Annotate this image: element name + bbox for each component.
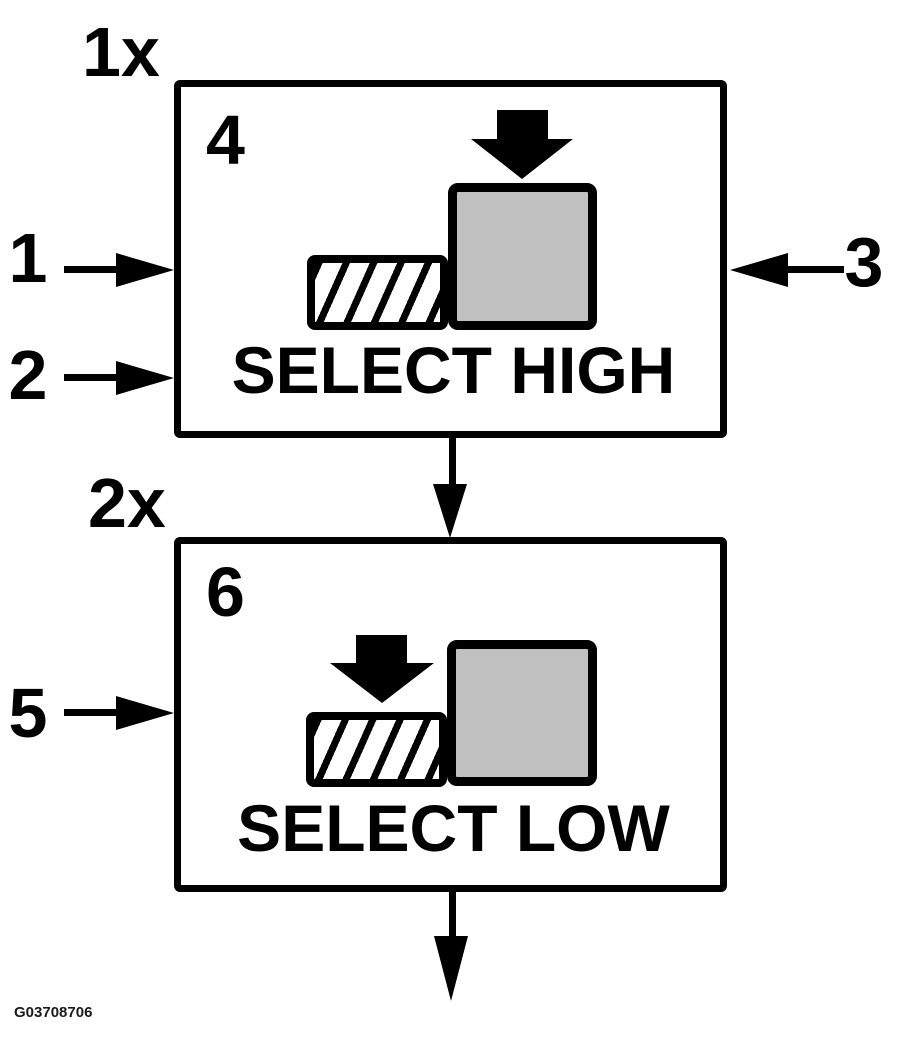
callout-5-arrow-head bbox=[116, 696, 174, 730]
multiplier-label-2x: 2x bbox=[88, 464, 166, 542]
select-low-caption: SELECT LOW bbox=[237, 791, 670, 865]
callout-3-arrow-head bbox=[730, 253, 788, 287]
select-high-caption: SELECT HIGH bbox=[231, 333, 676, 407]
hatched-low-block bbox=[307, 255, 448, 330]
press-down-arrow-low bbox=[356, 635, 407, 665]
callout-number-3: 3 bbox=[844, 223, 884, 301]
item-number-6: 6 bbox=[206, 553, 245, 631]
flow-arrow-out-head bbox=[434, 936, 468, 1001]
callout-1-arrow-head bbox=[116, 253, 174, 287]
callout-number-5: 5 bbox=[8, 674, 48, 752]
flow-arrow-out-stem bbox=[449, 892, 456, 939]
callout-2-arrow-head bbox=[116, 361, 174, 395]
flow-arrow-high-to-low-stem bbox=[449, 438, 456, 487]
item-number-4: 4 bbox=[206, 101, 245, 179]
callout-2-arrow-line bbox=[64, 374, 120, 381]
callout-number-2: 2 bbox=[8, 336, 48, 414]
press-down-arrow-high bbox=[497, 110, 548, 141]
callout-number-1: 1 bbox=[8, 219, 48, 297]
gray-high-block bbox=[448, 183, 597, 330]
callout-5-arrow-line bbox=[64, 709, 120, 716]
gray-high-block-2 bbox=[447, 640, 597, 786]
flow-arrow-high-to-low-head bbox=[433, 484, 467, 538]
callout-3-arrow-line bbox=[786, 266, 844, 273]
hatched-low-block-2 bbox=[306, 712, 447, 787]
figure-id: G03708706 bbox=[14, 1004, 93, 1021]
callout-1-arrow-line bbox=[64, 266, 120, 273]
multiplier-label-1x: 1x bbox=[82, 13, 160, 91]
